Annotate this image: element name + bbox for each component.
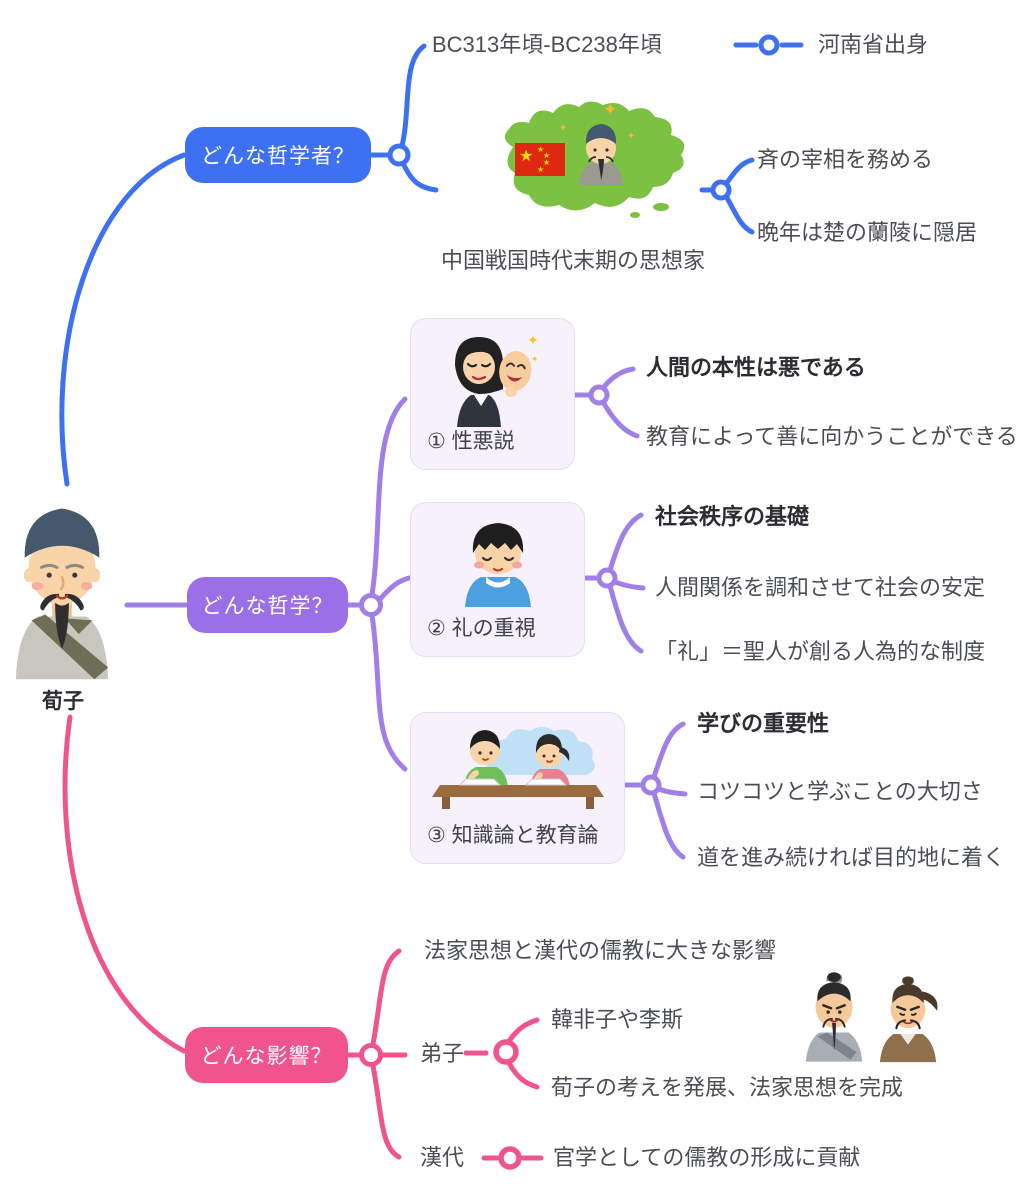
leaf-birthplace[interactable]: 河南省出身	[818, 32, 929, 57]
root-label[interactable]: 荀子	[42, 690, 84, 713]
branch-button-philosophy[interactable]: どんな哲学？	[187, 577, 348, 633]
node-circle-han	[498, 1146, 522, 1170]
branch-button-philosopher[interactable]: どんな哲学者？	[185, 127, 371, 183]
edge-topic3-point2	[651, 790, 686, 860]
edge-topic1-point1	[600, 399, 640, 439]
map-node[interactable]: ★ ★ ★ ★ ★ ✦ ✦ ✦	[485, 95, 700, 235]
studying-children-illustration	[432, 727, 604, 809]
edge-node-to-period	[399, 43, 427, 149]
node-circle-topic1	[588, 384, 610, 406]
node-circle-influence	[359, 1043, 383, 1067]
leaf-han[interactable]: 漢代	[420, 1145, 465, 1170]
edge-topic2-point1	[609, 578, 646, 591]
leaf-topic3-point1[interactable]: コツコツと学ぶことの大切さ	[697, 779, 983, 804]
node-circle-map	[710, 179, 732, 201]
edge-topic3-headline	[651, 721, 686, 780]
edge-node-to-han	[370, 1063, 402, 1160]
leaf-topic1-point1[interactable]: 教育によって善に向かうことができる	[646, 424, 1018, 449]
smiling-mask-icon	[499, 351, 532, 391]
leaf-career-1[interactable]: 斉の宰相を務める	[757, 147, 934, 172]
topic-box-1[interactable]: ✦ ✦ ① 性悪説	[410, 318, 575, 470]
branch-button-philosopher-label: どんな哲学者？	[201, 145, 355, 168]
leaf-influence-summary[interactable]: 法家思想と漢代の儒教に大きな影響	[424, 938, 777, 963]
sparkle-icon: ✦	[627, 131, 635, 142]
leaf-topic2-point2[interactable]: 「礼」＝聖人が創る人為的な制度	[655, 639, 986, 664]
lisi-portrait-illustration	[879, 976, 938, 1063]
edge-disciples-detail	[506, 1060, 540, 1090]
topic-box-3[interactable]: ③ 知識論と教育論	[410, 712, 625, 864]
leaf-topic2-point1[interactable]: 人間関係を調和させて社会の安定	[655, 575, 986, 600]
leaf-topic2-headline[interactable]: 社会秩序の基礎	[655, 504, 810, 529]
topic-box-2[interactable]: ② 礼の重視	[410, 502, 585, 657]
topic-2-title: ② 礼の重視	[427, 617, 536, 640]
svg-text:★: ★	[537, 165, 544, 174]
topic-3-title: ③ 知識論と教育論	[427, 824, 599, 847]
leaf-career-2[interactable]: 晩年は楚の蘭陵に隠居	[757, 220, 978, 245]
node-circle-topic2	[596, 567, 618, 589]
china-map-illustration: ★ ★ ★ ★ ★ ✦ ✦ ✦	[504, 100, 685, 218]
edge-node-to-topic1	[369, 396, 408, 598]
bowing-boy-illustration	[465, 523, 531, 607]
node-circle-period	[758, 34, 780, 56]
root-node[interactable]	[8, 493, 116, 683]
leaf-topic1-headline[interactable]: 人間の本性は悪である	[646, 355, 866, 380]
node-circle-disciples	[493, 1039, 519, 1065]
sparkle-icon: ✦	[527, 332, 539, 348]
branch-button-philosophy-label: どんな哲学？	[201, 595, 334, 618]
node-circle-topic3	[640, 774, 662, 796]
map-caption[interactable]: 中国戦国時代末期の思想家	[441, 248, 706, 273]
leaf-disciples[interactable]: 弟子	[420, 1041, 465, 1066]
leaf-period[interactable]: BC313年頃-BC238年頃	[432, 32, 662, 57]
edge-node-to-career2	[723, 193, 755, 235]
edge-node-to-career1	[723, 157, 755, 187]
mini-philosopher-icon	[579, 124, 623, 185]
leaf-disciples-detail[interactable]: 荀子の考えを発展、法家思想を完成	[551, 1075, 904, 1100]
topic-1-title: ① 性悪説	[427, 430, 515, 453]
sparkle-icon: ✦	[531, 354, 539, 364]
edge-root-to-philosopher	[59, 152, 187, 487]
sparkle-icon: ✦	[559, 123, 567, 134]
node-circle-philosophy	[359, 593, 383, 617]
leaf-topic3-headline[interactable]: 学びの重要性	[697, 711, 830, 736]
edge-root-to-influence	[62, 714, 187, 1054]
edge-node-to-map	[400, 160, 439, 193]
leaf-disciples-names[interactable]: 韓非子や李斯	[551, 1007, 684, 1032]
branch-button-influence-label: どんな影響？	[200, 1045, 333, 1068]
edge-topic2-headline	[607, 512, 644, 573]
edge-disciples-names	[506, 1017, 540, 1044]
svg-text:★: ★	[543, 151, 550, 160]
xunzi-portrait-illustration	[15, 508, 109, 680]
sparkle-icon: ✦	[603, 100, 617, 119]
edge-topic2-point2	[607, 583, 644, 654]
edge-node-to-summary	[370, 948, 402, 1047]
edge-node-to-topic3	[369, 612, 408, 772]
edge-node-to-topic2	[377, 575, 412, 602]
node-circle-philosopher	[387, 143, 411, 167]
china-flag-icon	[515, 143, 565, 176]
svg-text:★: ★	[519, 148, 533, 165]
mask-woman-illustration: ✦ ✦	[455, 332, 539, 427]
hanfeizi-portrait-illustration	[805, 972, 863, 1062]
edge-topic1-headline	[600, 366, 636, 391]
svg-text:★: ★	[537, 145, 544, 154]
branch-button-influence[interactable]: どんな影響？	[185, 1027, 348, 1083]
edge-topic3-point1	[653, 785, 688, 797]
leaf-han-detail[interactable]: 官学としての儒教の形成に貢献	[553, 1145, 861, 1170]
leaf-topic3-point2[interactable]: 道を進み続ければ目的地に着く	[697, 845, 1006, 870]
svg-text:★: ★	[543, 158, 550, 167]
